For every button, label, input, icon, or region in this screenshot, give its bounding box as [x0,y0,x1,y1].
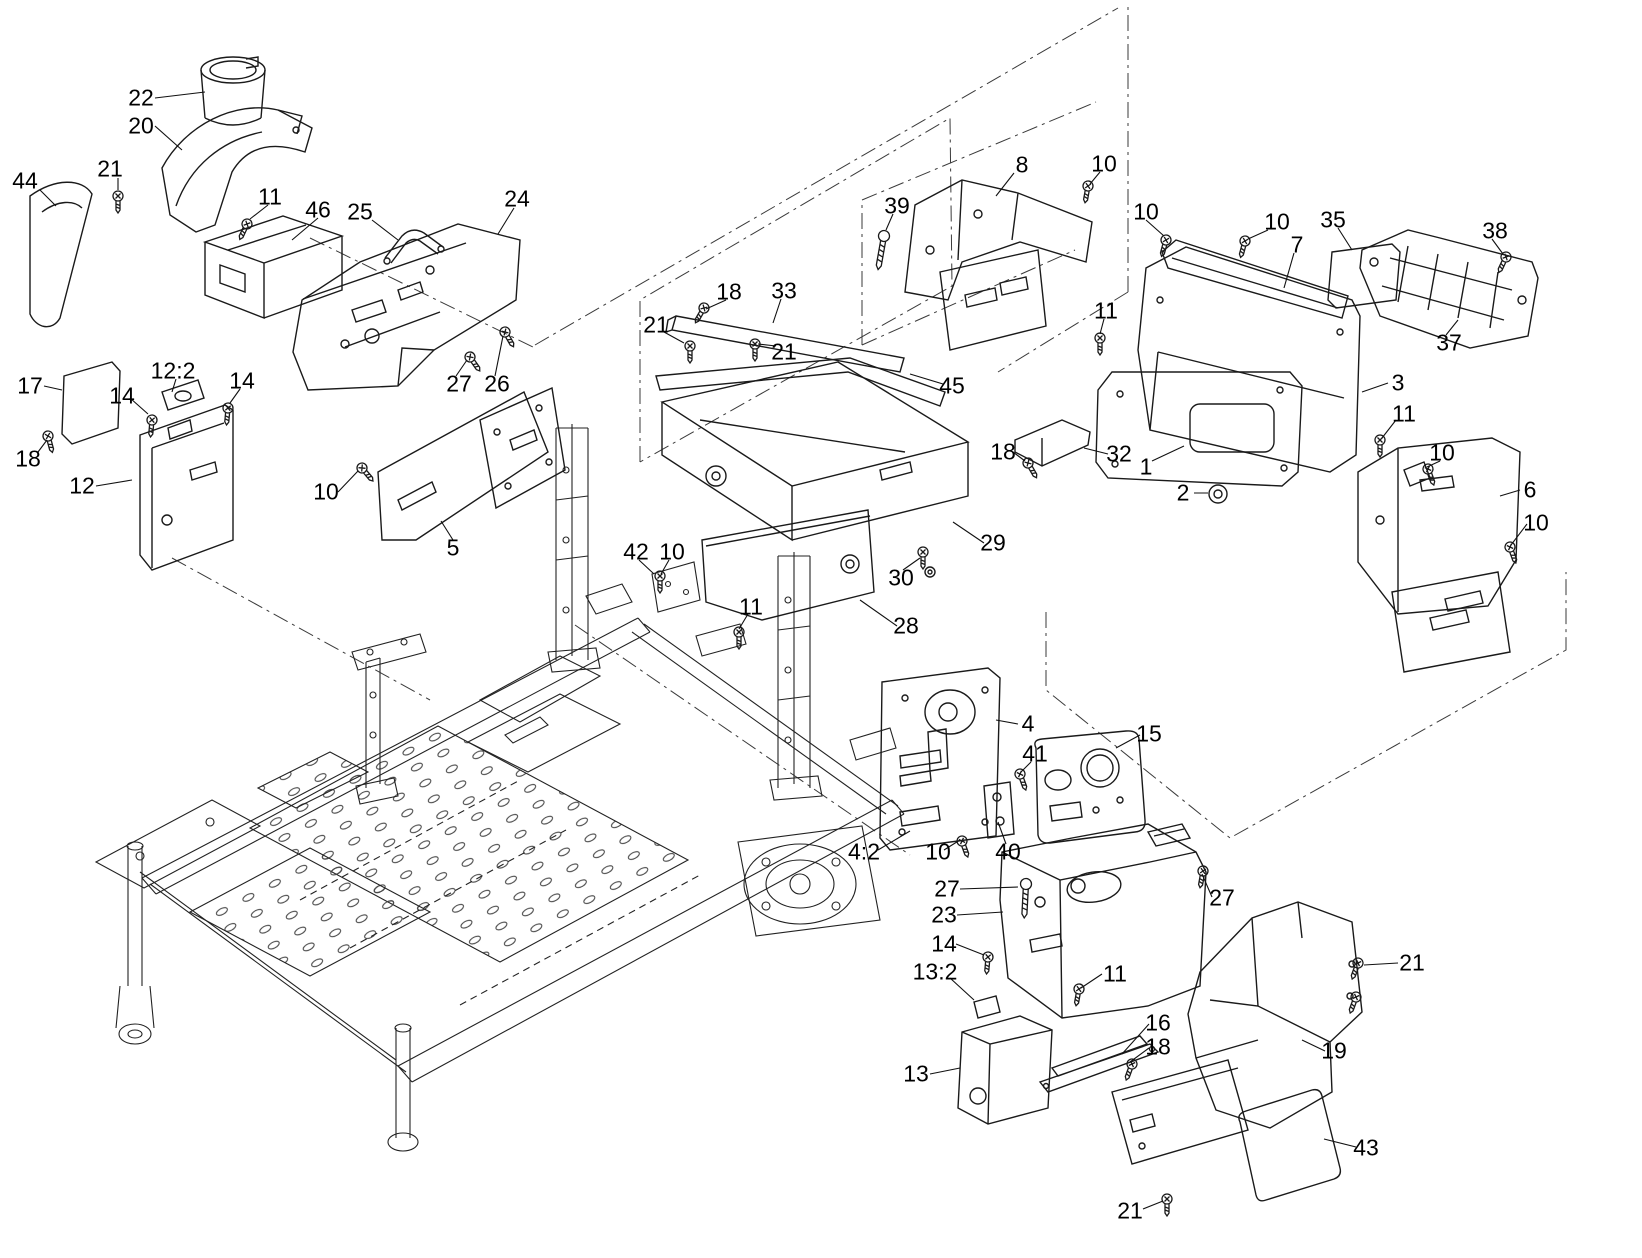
part-label-15: 15 [1136,720,1162,747]
part-label-24: 24 [504,185,530,212]
part-label-40: 40 [995,838,1021,865]
part-label-18: 18 [990,438,1016,465]
part-label-12-2: 12:2 [150,357,196,384]
part-label-32: 32 [1106,440,1132,467]
part-label-19: 19 [1321,1037,1347,1064]
part-label-1: 1 [1139,453,1153,480]
chassis-line-art [94,424,905,1152]
part-label-16: 16 [1145,1009,1171,1036]
parts-line-art [29,56,1539,1202]
part-label-21: 21 [643,311,669,338]
part-label-29: 29 [980,529,1006,556]
part-label-30: 30 [888,564,914,591]
part-label-10: 10 [1523,509,1549,536]
part-label-23: 23 [931,901,957,928]
part-label-22: 22 [128,84,154,111]
part-label-44: 44 [12,167,38,194]
part-label-18: 18 [1145,1033,1171,1060]
part-label-13-2: 13:2 [912,958,958,985]
part-label-13: 13 [903,1060,929,1087]
part-label-18: 18 [15,445,41,472]
part-label-10: 10 [1429,439,1455,466]
part-label-2: 2 [1176,479,1190,506]
part-label-21: 21 [1399,949,1425,976]
part-label-14: 14 [109,382,135,409]
part-label-8: 8 [1015,151,1029,178]
part-label-11: 11 [739,593,763,620]
part-label-10: 10 [1133,198,1159,225]
part-label-27: 27 [446,370,472,397]
part-label-27: 27 [1209,884,1235,911]
part-label-21: 21 [1117,1197,1143,1224]
part-label-11: 11 [1103,960,1127,987]
part-label-33: 33 [771,277,797,304]
part-label-43: 43 [1353,1134,1379,1161]
leader-lines [37,91,1528,1210]
part-label-10: 10 [659,538,685,565]
part-label-3: 3 [1391,369,1405,396]
part-label-10: 10 [925,838,951,865]
part-label-12: 12 [69,472,95,499]
part-label-18: 18 [716,278,742,305]
part-label-4: 4 [1021,710,1035,737]
part-label-45: 45 [939,372,965,399]
part-label-46: 46 [305,196,331,223]
part-label-41: 41 [1022,740,1048,767]
part-label-6: 6 [1523,476,1537,503]
part-label-21: 21 [771,338,797,365]
part-label-11: 11 [1094,297,1118,324]
part-label-11: 11 [1392,400,1416,427]
part-label-10: 10 [313,478,339,505]
part-label-35: 35 [1320,206,1346,233]
part-label-28: 28 [893,612,919,639]
phantom-boundary-lines [171,4,1567,856]
part-label-25: 25 [347,198,373,225]
part-label-10: 10 [1091,150,1117,177]
part-label-42: 42 [623,538,649,565]
part-label-10: 10 [1264,208,1290,235]
part-label-4-2: 4:2 [848,838,880,865]
part-label-14: 14 [229,367,255,394]
part-label-21: 21 [97,155,123,182]
part-label-7: 7 [1290,231,1304,258]
part-label-20: 20 [128,112,154,139]
part-label-38: 38 [1482,217,1508,244]
part-label-37: 37 [1436,329,1462,356]
part-label-39: 39 [884,192,910,219]
part-label-5: 5 [446,534,460,561]
part-label-26: 26 [484,370,510,397]
part-label-14: 14 [931,930,957,957]
part-label-27: 27 [934,875,960,902]
part-label-17: 17 [17,372,43,399]
part-label-11: 11 [258,183,282,210]
